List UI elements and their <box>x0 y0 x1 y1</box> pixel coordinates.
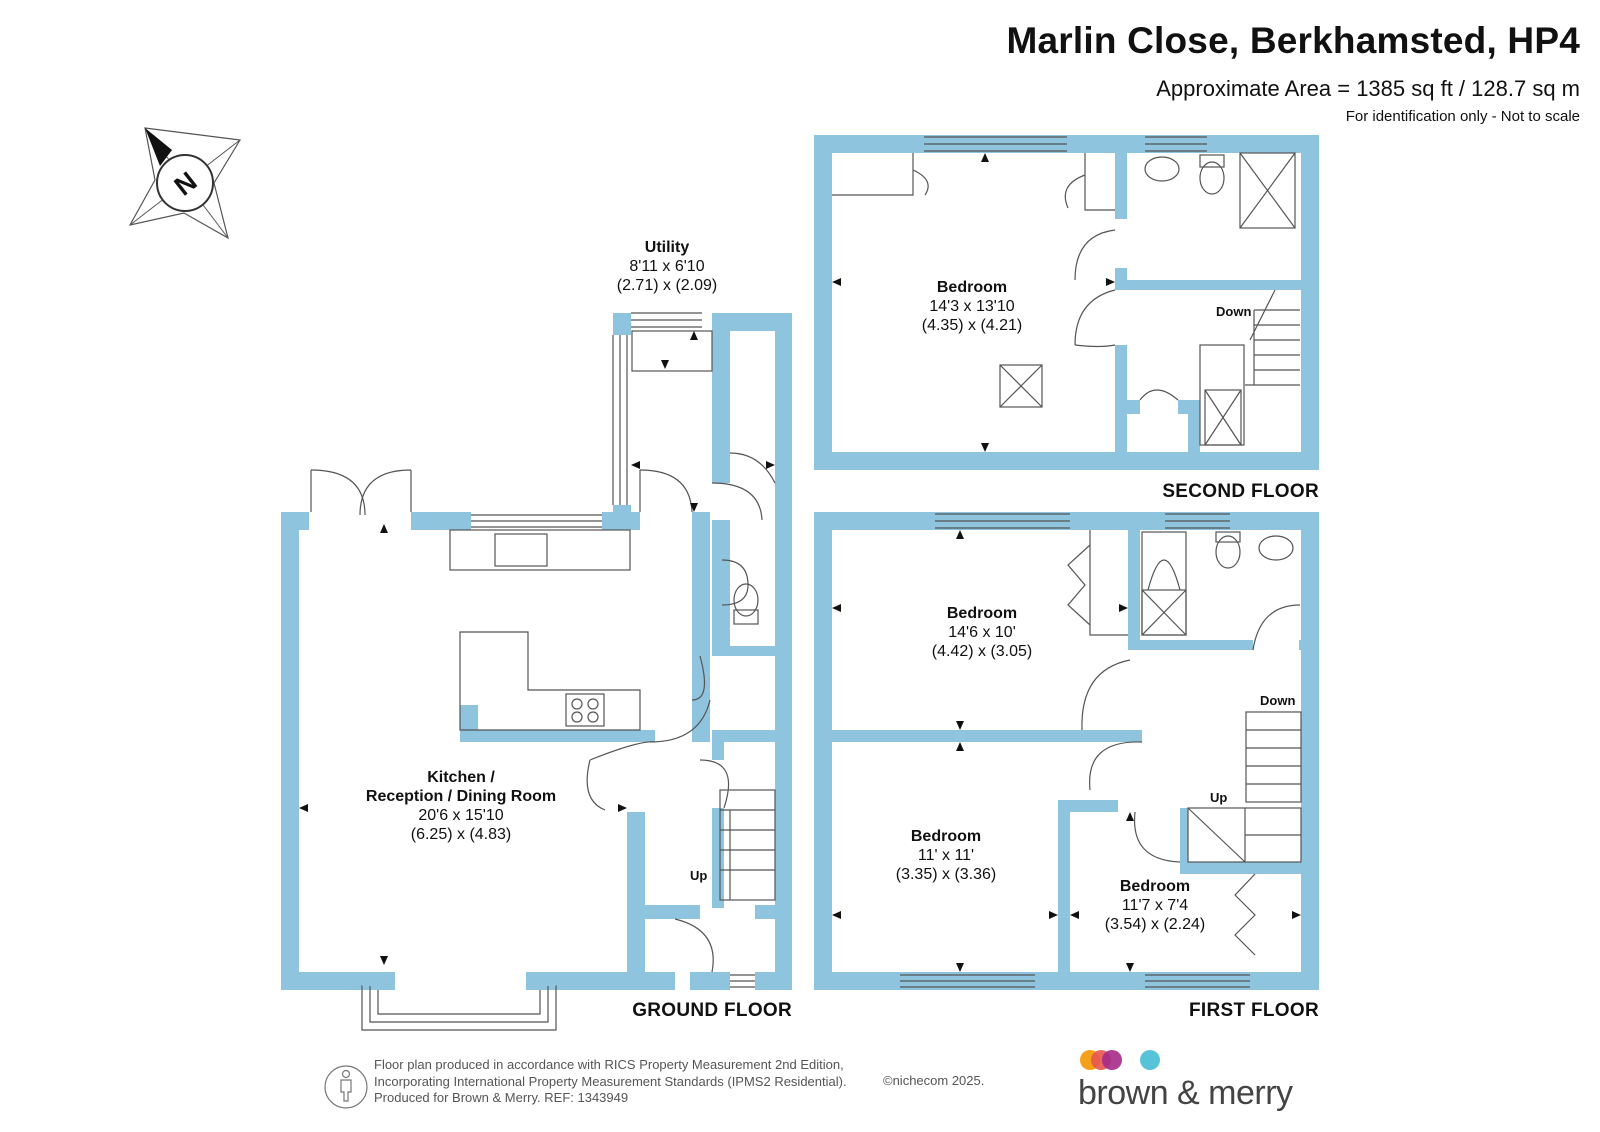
second-bedroom-name: Bedroom <box>937 279 1007 296</box>
first-bedroom-2-label: Bedroom 11' x 11' (3.35) x (3.36) <box>896 828 996 883</box>
kitchen-name-1: Kitchen / <box>427 769 495 786</box>
kitchen-name-2: Reception / Dining Room <box>366 788 556 805</box>
ground-stairs-up-label: Up <box>690 868 707 883</box>
first-floor-label: FIRST FLOOR <box>1189 1000 1319 1021</box>
first-bedroom-1-label: Bedroom 14'6 x 10' (4.42) x (3.05) <box>932 605 1032 660</box>
first-stairs-up-label: Up <box>1210 790 1227 805</box>
footer-line-2: Incorporating International Property Mea… <box>374 1073 847 1089</box>
first-bedroom-3-imperial: 11'7 x 7'4 <box>1122 897 1188 914</box>
ground-floor-plan <box>281 312 792 1031</box>
ground-floor-label: GROUND FLOOR <box>632 1000 792 1021</box>
first-bedroom-2-imperial: 11' x 11' <box>918 847 974 864</box>
measurement-arrows <box>299 153 1301 972</box>
first-bedroom-1-imperial: 14'6 x 10' <box>948 624 1016 641</box>
second-bedroom-metric: (4.35) x (4.21) <box>922 317 1022 334</box>
utility-imperial: 8'11 x 6'10 <box>629 258 704 275</box>
brand-logo-text: brown & merry <box>1078 1074 1293 1112</box>
first-floor-plan <box>814 512 1319 990</box>
page-title: Marlin Close, Berkhamsted, HP4 <box>1006 20 1580 61</box>
first-bedroom-1-metric: (4.42) x (3.05) <box>932 643 1032 660</box>
first-bedroom-3-metric: (3.54) x (2.24) <box>1105 916 1205 933</box>
first-bedroom-2-name: Bedroom <box>911 828 981 845</box>
first-stairs-down-label: Down <box>1260 693 1295 708</box>
second-floor-label: SECOND FLOOR <box>1162 481 1319 502</box>
footer-line-3: Produced for Brown & Merry. REF: 1343949 <box>374 1090 629 1105</box>
first-bedroom-3-name: Bedroom <box>1120 878 1190 895</box>
first-bedroom-3-label: Bedroom 11'7 x 7'4 (3.54) x (2.24) <box>1105 878 1205 933</box>
second-floor-plan <box>814 135 1319 470</box>
utility-metric: (2.71) x (2.09) <box>617 277 717 294</box>
kitchen-metric: (6.25) x (4.83) <box>411 826 511 843</box>
identification-note: For identification only - Not to scale <box>1345 108 1580 125</box>
compass-north-icon: N <box>128 127 241 240</box>
copyright: ©nichecom 2025. <box>883 1073 985 1088</box>
brand-dots-icon <box>1080 1050 1160 1070</box>
kitchen-imperial: 20'6 x 15'10 <box>418 807 503 824</box>
footer-note: Floor plan produced in accordance with R… <box>374 1057 847 1107</box>
person-icon <box>324 1065 368 1109</box>
second-bedroom-imperial: 14'3 x 13'10 <box>929 298 1014 315</box>
utility-name: Utility <box>645 239 690 256</box>
first-bedroom-2-metric: (3.35) x (3.36) <box>896 866 996 883</box>
kitchen-label: Kitchen / Reception / Dining Room 20'6 x… <box>366 769 556 843</box>
second-bedroom-label: Bedroom 14'3 x 13'10 (4.35) x (4.21) <box>922 279 1022 334</box>
approximate-area: Approximate Area = 1385 sq ft / 128.7 sq… <box>1156 76 1580 101</box>
second-stairs-down-label: Down <box>1216 304 1251 319</box>
footer-line-1: Floor plan produced in accordance with R… <box>374 1057 844 1072</box>
utility-label: Utility 8'11 x 6'10 (2.71) x (2.09) <box>617 239 717 294</box>
first-bedroom-1-name: Bedroom <box>947 605 1017 622</box>
